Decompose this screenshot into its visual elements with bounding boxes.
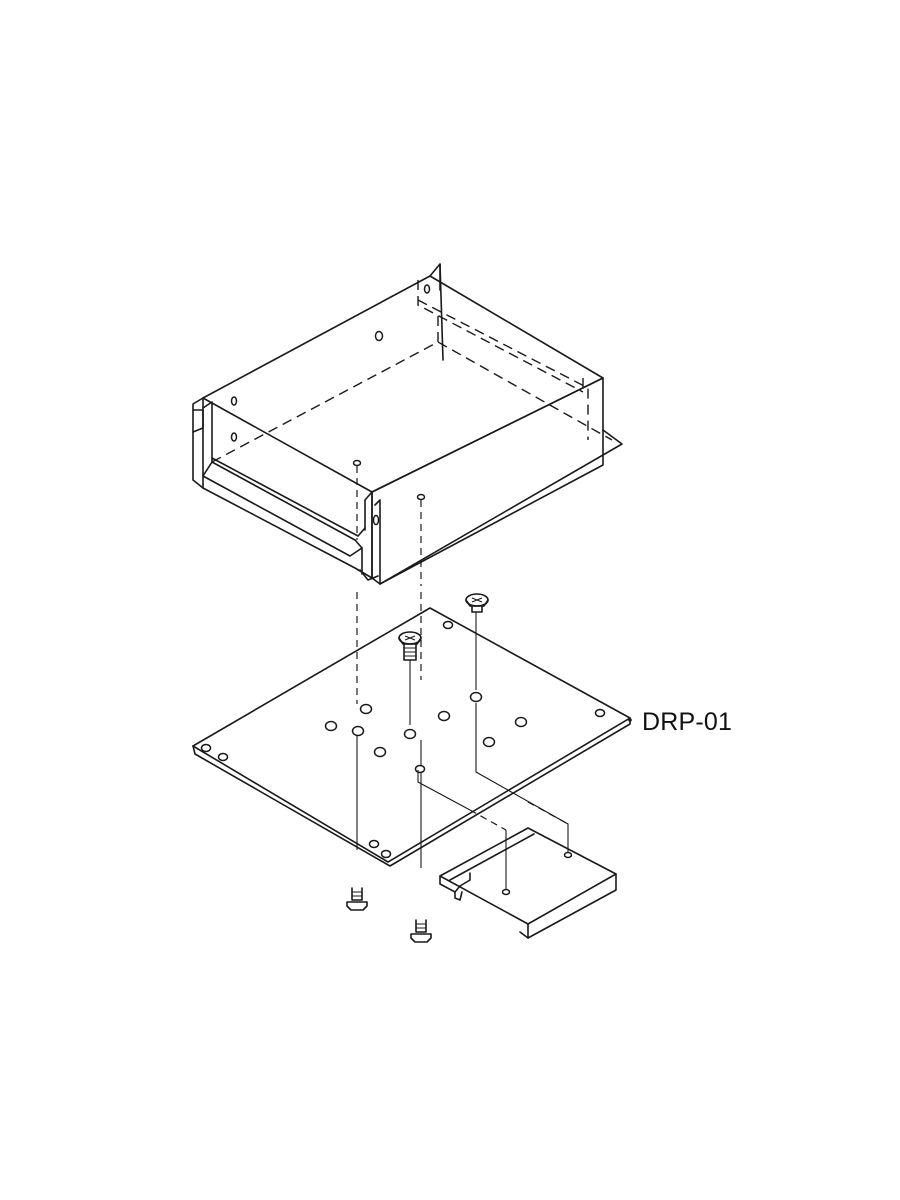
enclosure-front-hole-upper — [230, 396, 238, 406]
enclosure-bottom-hole-left — [352, 459, 362, 467]
enclosure-side-hole — [372, 514, 380, 526]
enclosure-top-panel — [202, 275, 604, 493]
enclosure-side-panel — [371, 377, 604, 585]
bracket — [439, 827, 617, 939]
countersunk-screw-bottom-right — [410, 919, 432, 943]
part-label-drp-01: DRP-01 — [642, 708, 733, 736]
countersunk-screw-bottom-left — [346, 887, 368, 911]
countersunk-screw-top-right — [465, 593, 489, 613]
enclosure-bottom-hole-right — [416, 493, 426, 501]
enclosure-rear-hole — [423, 284, 431, 294]
assembly-lines — [356, 592, 569, 890]
enclosure-front-hole-lower — [230, 432, 238, 442]
countersunk-screw-top-left — [398, 631, 422, 661]
plate-edge — [192, 717, 631, 867]
mounting-plate — [192, 607, 632, 867]
enclosure-front-face — [192, 397, 373, 579]
enclosure-bottom-flange — [379, 429, 623, 585]
enclosure-top-hole — [374, 330, 384, 342]
bracket-top-face — [439, 827, 617, 925]
drive-enclosure — [192, 263, 623, 586]
